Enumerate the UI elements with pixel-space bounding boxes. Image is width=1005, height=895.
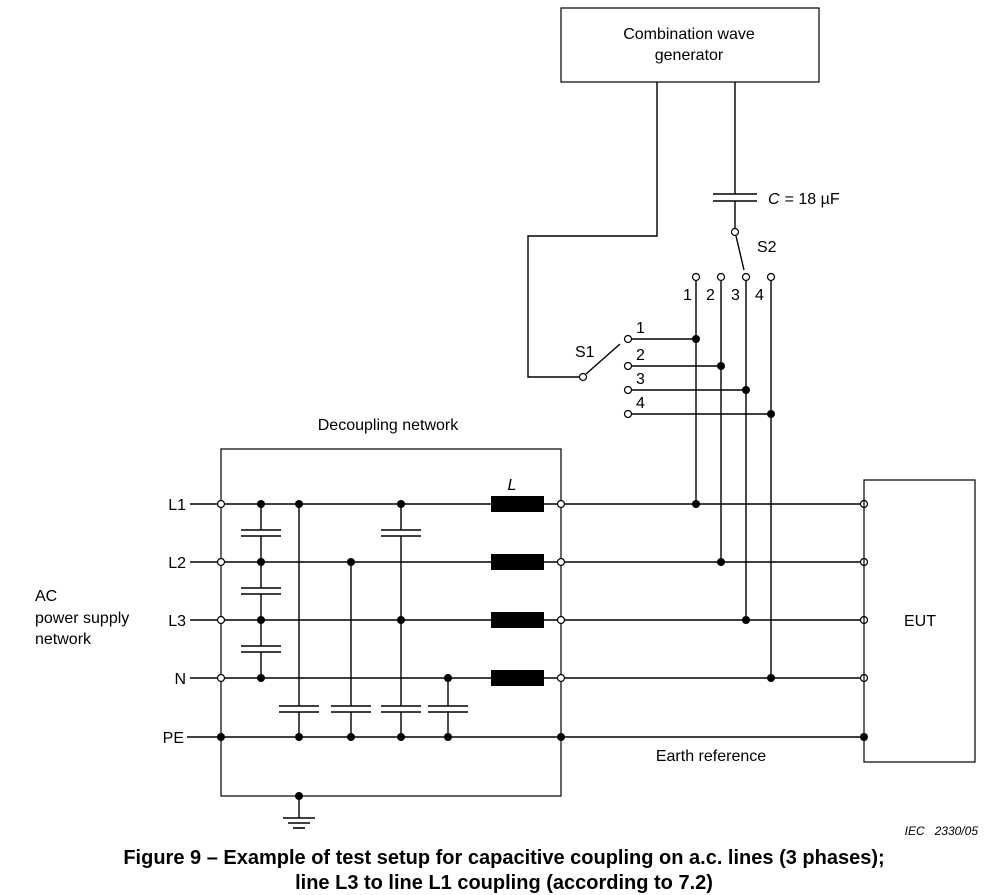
junction [347,558,355,566]
s1-contact-1 [623,334,633,344]
line-to-earth-capacitors [279,504,468,737]
generator-box [560,7,820,83]
junction [742,386,750,394]
generator-label-line2: generator [655,47,724,64]
terminal [556,673,566,683]
junction [257,558,265,566]
junction [692,500,700,508]
s1-pivot [578,372,588,382]
capacitor-label: C = 18 µF [768,191,840,208]
figure-caption-line2: line L3 to line L1 coupling (according t… [295,872,713,894]
junction [397,733,405,741]
inductor-l3 [491,612,544,628]
junction [257,616,265,624]
s1-contact-3 [623,385,633,395]
s1-position-3: 3 [636,371,645,388]
s1-position-4: 4 [636,395,645,412]
terminal [216,499,226,509]
eut-block: EUT [863,479,976,763]
s2-position-1: 1 [683,287,692,304]
s2-label: S2 [757,239,777,256]
terminal [556,615,566,625]
generator-label-line1: Combination wave [623,26,755,43]
line-label-n: N [174,671,186,688]
junction [692,335,700,343]
junction [347,733,355,741]
inductor-label: L [508,477,517,494]
s2-position-3: 3 [731,287,740,304]
s1-position-1: 1 [636,320,645,337]
junction [717,558,725,566]
inductor-n [491,670,544,686]
junction [767,410,775,418]
junction [397,616,405,624]
line-label-l1: L1 [168,497,186,514]
line-label-pe: PE [163,730,184,747]
junction [767,674,775,682]
s1-label: S1 [575,344,595,361]
junction [257,674,265,682]
ac-supply-line2: power supply [35,610,129,627]
junction [444,674,452,682]
supply-lines: L1 L2 L3 N PE [163,496,864,747]
eut-box [863,479,976,763]
earth-reference-label: Earth reference [656,748,766,765]
terminals [216,499,869,683]
capacitor-symbol: C [768,191,780,208]
s2-position-2: 2 [706,287,715,304]
s2-contact-1 [691,272,701,282]
ground-connection [283,792,315,829]
junction [717,362,725,370]
terminal [216,557,226,567]
s2-contact-2 [716,272,726,282]
junction [257,500,265,508]
switch-s2: S2 1 2 3 4 [683,227,777,304]
junction [444,733,452,741]
junction [295,733,303,741]
coupling-capacitor: C = 18 µF [713,82,840,229]
s1-blade [585,343,621,375]
junction [742,616,750,624]
generator-block: Combination wave generator [560,7,820,83]
ac-supply-line3: network [35,631,92,648]
generator-return-wire [527,82,658,378]
inductor-l2 [491,554,544,570]
s1-contact-2 [623,361,633,371]
s2-blade [735,235,745,271]
capacitor-value: = 18 µF [785,191,840,208]
terminal [216,673,226,683]
junction [557,733,565,741]
terminal [556,557,566,567]
eut-label: EUT [904,613,936,630]
decoupling-network: Decoupling network L [220,417,562,797]
inductor-l1 [491,496,544,512]
s2-position-4: 4 [755,287,764,304]
junction [397,500,405,508]
s2-contact-3 [741,272,751,282]
s1-contact-4 [623,409,633,419]
line-to-line-capacitors [241,504,281,678]
junction [295,500,303,508]
switch-s1: S1 1 2 3 4 [575,320,775,419]
ac-supply-label: AC power supply network [35,588,129,648]
figure-caption-line1: Figure 9 – Example of test setup for cap… [123,847,884,869]
decoupling-network-title: Decoupling network [318,417,460,434]
line-label-l3: L3 [168,613,186,630]
junction [217,733,225,741]
ac-supply-line1: AC [35,588,57,605]
s2-contact-4 [766,272,776,282]
terminal [216,615,226,625]
s1-position-2: 2 [636,347,645,364]
reference-code: IEC 2330/05 [905,824,979,838]
s2-pivot [730,227,740,237]
terminal [556,499,566,509]
line-label-l2: L2 [168,555,186,572]
capacitor-l1-l3 [381,504,421,537]
